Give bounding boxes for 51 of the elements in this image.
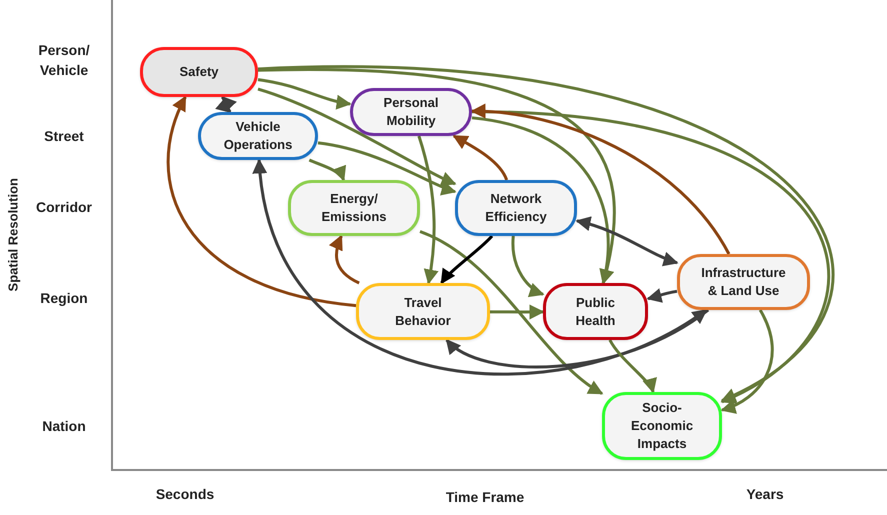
rounded-box xyxy=(140,47,258,97)
arrow xyxy=(258,68,616,284)
arrow xyxy=(472,110,830,404)
arrow xyxy=(216,96,236,114)
axis-title: Spatial Resolution xyxy=(4,177,22,294)
node-label: Personal Mobility xyxy=(382,94,440,130)
arrow xyxy=(446,308,710,368)
arrow xyxy=(254,158,708,375)
arrow xyxy=(258,66,834,402)
arrow xyxy=(318,141,456,195)
rounded-box xyxy=(198,112,318,160)
arrow xyxy=(720,309,774,413)
arrow xyxy=(308,158,346,182)
arrow xyxy=(576,216,678,266)
rounded-box xyxy=(356,283,490,340)
axis-label: Seconds xyxy=(154,485,216,504)
rounded-box xyxy=(288,180,420,236)
rounded-box xyxy=(350,88,472,136)
arrow xyxy=(258,78,352,110)
arrow xyxy=(417,136,438,284)
rounded-box xyxy=(455,180,577,236)
axis-label: Years xyxy=(745,485,785,504)
rounded-box xyxy=(677,254,810,310)
arrow xyxy=(452,134,508,181)
axis-label: Nation xyxy=(41,417,87,436)
arrow xyxy=(608,339,655,394)
node-label: Public Health xyxy=(574,294,616,330)
axis-label: Time Frame xyxy=(444,488,526,507)
axis-label: Region xyxy=(39,289,89,308)
rounded-box xyxy=(602,392,722,460)
node-label: Travel Behavior xyxy=(394,294,452,330)
arrow xyxy=(470,104,730,255)
arrow xyxy=(166,96,356,308)
axis-label: Corridor xyxy=(35,198,93,217)
arrow xyxy=(490,304,544,320)
node-label: Socio-Economic Impacts xyxy=(630,399,694,453)
arrow xyxy=(419,230,604,395)
node-label: Vehicle Operations xyxy=(222,118,294,154)
arrow xyxy=(646,288,678,303)
arrow xyxy=(440,234,494,284)
axis-label: Street xyxy=(43,127,85,146)
axis-label: Person/ Vehicle xyxy=(37,41,91,80)
rounded-box xyxy=(543,283,648,340)
node-label: Safety xyxy=(178,63,220,81)
node-label: Network Efficiency xyxy=(484,190,548,226)
node-label: Energy/ Emissions xyxy=(320,190,388,226)
arrow xyxy=(329,234,360,284)
arrow xyxy=(258,88,456,186)
arrow xyxy=(511,236,544,296)
arrow xyxy=(472,116,614,284)
node-label: Infrastructure & Land Use xyxy=(700,264,787,300)
